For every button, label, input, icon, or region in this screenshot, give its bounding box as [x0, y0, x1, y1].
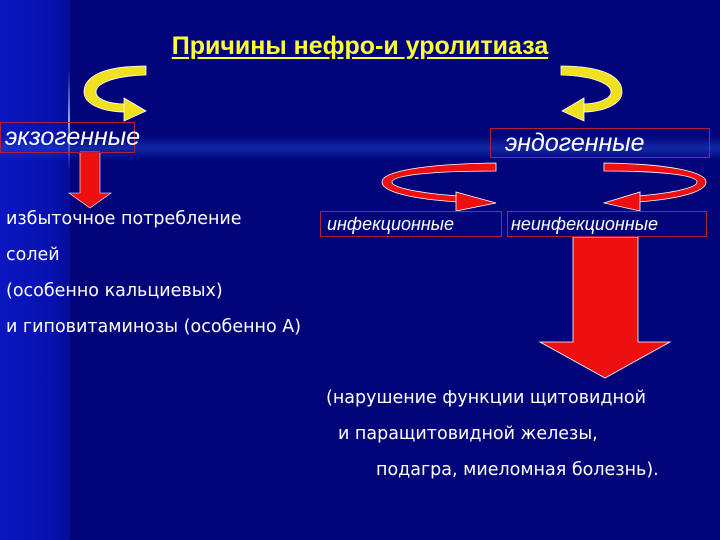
exogenous-causes-text: избыточное потребление солей (особенно к… — [6, 201, 301, 345]
noninfectious-cause-line: и паращитовидной железы, — [338, 424, 598, 444]
background-horizontal-band — [0, 136, 720, 160]
red-down-arrow-exogenous-icon — [68, 151, 112, 209]
exogenous-cause-line: (особенно кальциевых) — [6, 281, 223, 301]
yellow-curved-arrow-left-icon — [83, 65, 147, 122]
yellow-curved-arrow-right-icon — [560, 65, 623, 122]
background-left-stripe — [0, 0, 70, 540]
infectious-label: инфекционные — [320, 211, 502, 237]
red-curved-arrow-right-icon — [602, 162, 707, 212]
noninfectious-causes-text: (нарушение функции щитовидной и паращито… — [0, 380, 720, 488]
red-down-arrow-noninfectious-icon — [538, 236, 672, 379]
exogenous-cause-line: солей — [6, 245, 60, 265]
exogenous-label: экзогенные — [0, 122, 140, 153]
background-vertical-line — [68, 70, 70, 170]
noninfectious-label: неинфекционные — [507, 211, 707, 237]
exogenous-cause-line: избыточное потребление — [6, 209, 242, 229]
exogenous-cause-line: и гиповитаминозы (особенно А) — [6, 317, 302, 337]
slide-title: Причины нефро-и уролитиаза — [171, 32, 549, 60]
noninfectious-cause-line: подагра, миеломная болезнь). — [376, 460, 659, 480]
endogenous-label: эндогенные — [490, 128, 710, 158]
red-curved-arrow-left-icon — [381, 162, 497, 212]
noninfectious-cause-line: (нарушение функции щитовидной — [326, 388, 646, 408]
